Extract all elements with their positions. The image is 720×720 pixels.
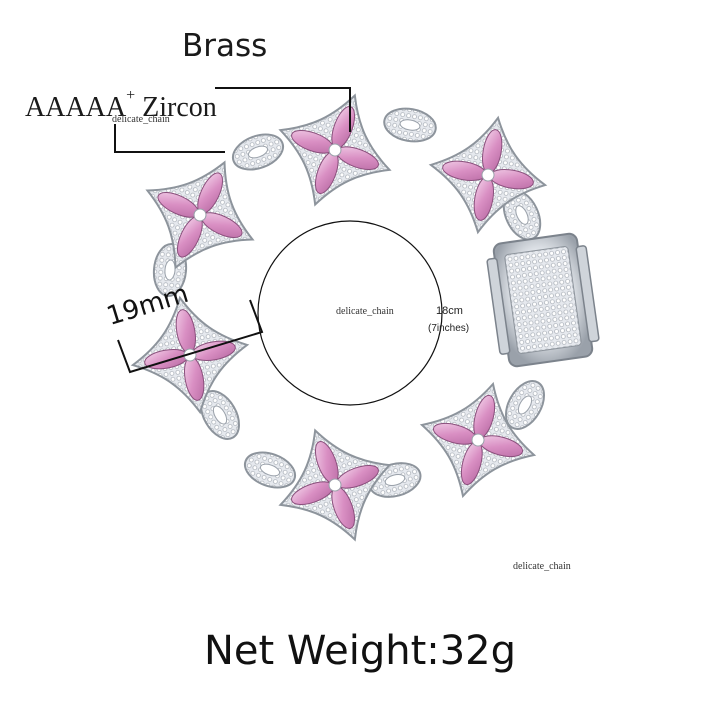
stone-type: Zircon <box>142 92 217 123</box>
flower-links <box>121 74 557 561</box>
material-label: Brass <box>182 28 268 64</box>
watermark: delicate_chain <box>336 306 394 317</box>
stone-grade-mark: + <box>126 86 136 104</box>
inner-diameter-circle <box>257 220 443 406</box>
watermark: delicate_chain <box>112 114 170 125</box>
watermark: delicate_chain <box>513 561 571 572</box>
box-clasp-icon <box>486 232 600 368</box>
length-label: 18cm <box>436 305 463 317</box>
stone-label: AAAAA+ Zircon <box>25 87 217 124</box>
length-inches-label: (7inches) <box>428 323 470 334</box>
pointer-lines <box>114 87 351 374</box>
stone-grade: AAAAA <box>25 92 127 123</box>
net-weight-label: Net Weight:32g <box>203 628 517 674</box>
